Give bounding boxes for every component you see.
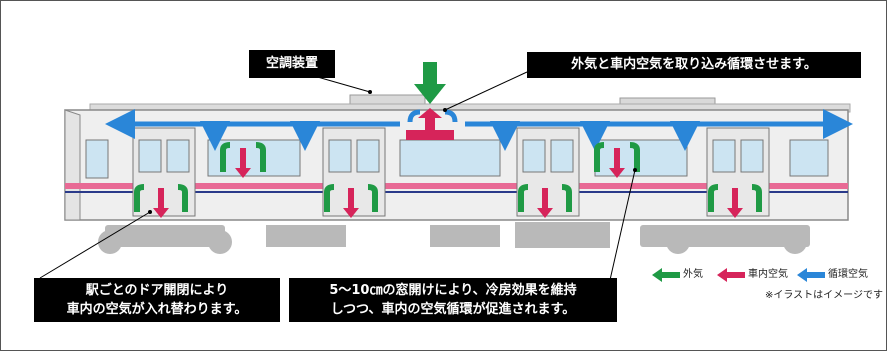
ac-unit-label: 空調装置 bbox=[249, 50, 335, 78]
window-label-line1: 5～10㎝の窓開けにより、冷房効果を維持 bbox=[329, 283, 577, 298]
window-exchange-label: 5～10㎝の窓開けにより、冷房効果を維持 しつつ、車内の空気循環が促進されます。 bbox=[289, 278, 617, 322]
door-exchange-label: 駅ごとのドア開閉により 車内の空気が入れ替わります。 bbox=[34, 278, 280, 322]
undercarriage bbox=[98, 222, 810, 254]
side-windows bbox=[207, 139, 829, 177]
legend-label: 外気 bbox=[683, 269, 703, 280]
door-label-line2: 車内の空気が入れ替わります。 bbox=[66, 302, 248, 317]
air-exchange-arrows bbox=[134, 142, 762, 212]
circulating-air-flow bbox=[105, 109, 853, 151]
leader-dots bbox=[148, 90, 637, 214]
ac-intake-arrows bbox=[406, 62, 454, 140]
legend: 外気 車内空気 循環空気 bbox=[652, 265, 882, 285]
pink-arrow-icon bbox=[717, 268, 745, 282]
blue-arrow-icon bbox=[797, 268, 825, 282]
illustration-note: ※イラストはイメージです bbox=[765, 290, 883, 301]
green-arrow-icon bbox=[652, 268, 680, 282]
legend-label: 循環空気 bbox=[828, 269, 868, 280]
door-windows bbox=[138, 139, 764, 173]
door-label-line1: 駅ごとのドア開閉により bbox=[85, 283, 229, 298]
arrow-heads bbox=[153, 168, 743, 218]
legend-label: 車内空気 bbox=[748, 269, 788, 280]
window-label-line2: しつつ、車内の空気循環が促進されます。 bbox=[330, 302, 576, 317]
intake-label: 外気と車内空気を取り込み循環させます。 bbox=[527, 52, 861, 78]
